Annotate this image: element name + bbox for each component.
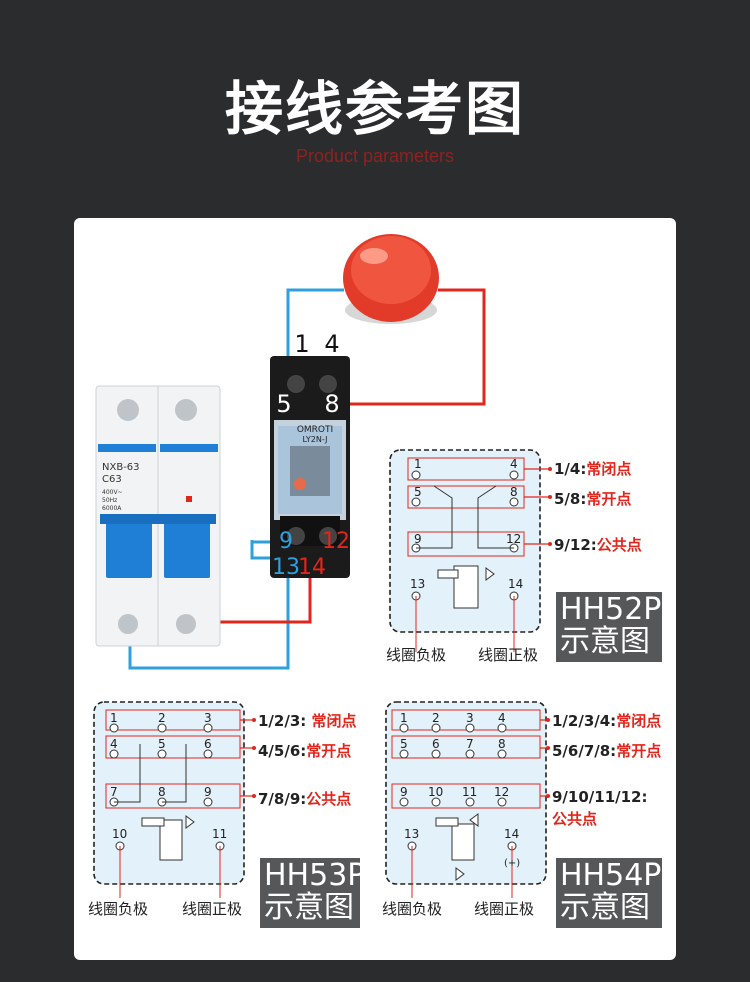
- hh53p-legend-com: 7/8/9:公共点: [258, 790, 352, 808]
- wiring-illustration: OMROTI LY2N-J 1 4 5 8 9 12 13 14 NXB-63 …: [93, 234, 552, 898]
- relay-brand: OMROTI: [297, 425, 333, 435]
- terminal-1-label: 1: [294, 330, 309, 358]
- hh54p-pin-4: 4: [498, 711, 506, 725]
- hh53p-pin-11: 11: [212, 827, 227, 841]
- hh54p-coil-positive: 线圈正极: [474, 900, 535, 918]
- hh53p-pin-5: 5: [158, 737, 166, 751]
- hh54p-pin-13: 13: [404, 827, 419, 841]
- hh52p-pin-1: 1: [414, 457, 422, 471]
- breaker-rating: C63: [102, 474, 122, 485]
- hh53p-schematic: [93, 701, 245, 898]
- hh54p-pin-9: 9: [400, 785, 408, 799]
- terminal-9-label: 9: [279, 529, 293, 554]
- hh54p-pin-5: 5: [400, 737, 408, 751]
- wiring-card: OMROTI LY2N-J 1 4 5 8 9 12 13 14 NXB-63 …: [74, 218, 676, 960]
- hh53p-pin-10: 10: [112, 827, 127, 841]
- breaker-frequency: 50Hz: [102, 497, 117, 504]
- hh54p-pin-12: 12: [494, 785, 509, 799]
- hh53p-pin-6: 6: [204, 737, 212, 751]
- hh54p-pin-6: 6: [432, 737, 440, 751]
- hh53p-coil-positive: 线圈正极: [182, 900, 243, 918]
- hh52p-legend-nc: 1/4:常闭点: [554, 460, 632, 478]
- hh53p-pin-4: 4: [110, 737, 118, 751]
- terminal-8-label: 8: [324, 390, 339, 418]
- page-subtitle: Product parameters: [295, 146, 455, 166]
- hh54p-plus-mark: (+): [504, 858, 520, 869]
- hh53p-legend-no: 4/5/6:常开点: [258, 742, 352, 760]
- hh54p-legend-com-word: 公共点: [552, 810, 598, 828]
- hh53p-pin-3: 3: [204, 711, 212, 725]
- hh52p-coil-positive: 线圈正极: [478, 646, 539, 664]
- hh52p-schematic: [389, 449, 541, 652]
- wire-jumper: [250, 540, 286, 560]
- hh52p-pin-8: 8: [510, 485, 518, 499]
- relay-socket: [270, 356, 350, 578]
- hh54p-pin-7: 7: [466, 737, 474, 751]
- terminal-13-label: 13: [272, 555, 300, 580]
- hh54p-pin-14: 14: [504, 827, 519, 841]
- hh54p-legend-no: 5/6/7/8:常开点: [552, 742, 662, 760]
- hh52p-pin-9: 9: [414, 532, 422, 546]
- hh53p-coil-negative: 线圈负极: [88, 900, 149, 918]
- relay-model: LY2N-J: [302, 435, 327, 444]
- hh54p-pin-3: 3: [466, 711, 474, 725]
- hh52p-legend-no: 5/8:常开点: [554, 490, 632, 508]
- indicator-lamp: [343, 234, 439, 324]
- terminal-5-label: 5: [276, 390, 291, 418]
- hh52p-pin-4: 4: [510, 457, 518, 471]
- hh52p-pin-13: 13: [410, 577, 425, 591]
- hh52p-coil-negative: 线圈负极: [386, 646, 447, 664]
- hh53p-legend-nc: 1/2/3: 常闭点: [258, 712, 357, 730]
- terminal-4-label: 4: [324, 330, 339, 358]
- breaker-voltage: 400V~: [102, 489, 123, 496]
- hh52p-legend-com: 9/12:公共点: [554, 536, 642, 554]
- breaker-model: NXB-63: [102, 462, 140, 473]
- hh52p-pin-14: 14: [508, 577, 523, 591]
- hh53p-pin-7: 7: [110, 785, 118, 799]
- hh54p-pin-8: 8: [498, 737, 506, 751]
- hh54p-pin-11: 11: [462, 785, 477, 799]
- hh54p-pin-10: 10: [428, 785, 443, 799]
- hh52p-pin-5: 5: [414, 485, 422, 499]
- hh53p-pin-8: 8: [158, 785, 166, 799]
- hh52p-pin-12: 12: [506, 532, 521, 546]
- hh54p-coil-negative: 线圈负极: [382, 900, 443, 918]
- hh54p-legend-nc: 1/2/3/4:常闭点: [552, 712, 662, 730]
- page-title: 接线参考图: [224, 75, 525, 143]
- hh53p-pin-1: 1: [110, 711, 118, 725]
- wire-red-lamp: [342, 288, 486, 406]
- terminal-12-label: 12: [322, 529, 350, 554]
- circuit-breaker: [95, 385, 221, 647]
- hh53p-pin-2: 2: [158, 711, 166, 725]
- hh54p-pin-2: 2: [432, 711, 440, 725]
- hh54p-schematic: [385, 701, 547, 898]
- breaker-capacity: 6000A: [102, 505, 122, 512]
- hh53p-pin-9: 9: [204, 785, 212, 799]
- terminal-14-label: 14: [298, 555, 326, 580]
- hh54p-pin-1: 1: [400, 711, 408, 725]
- hh54p-legend-com: 9/10/11/12:: [552, 788, 648, 806]
- wire-red-breaker: [184, 558, 312, 624]
